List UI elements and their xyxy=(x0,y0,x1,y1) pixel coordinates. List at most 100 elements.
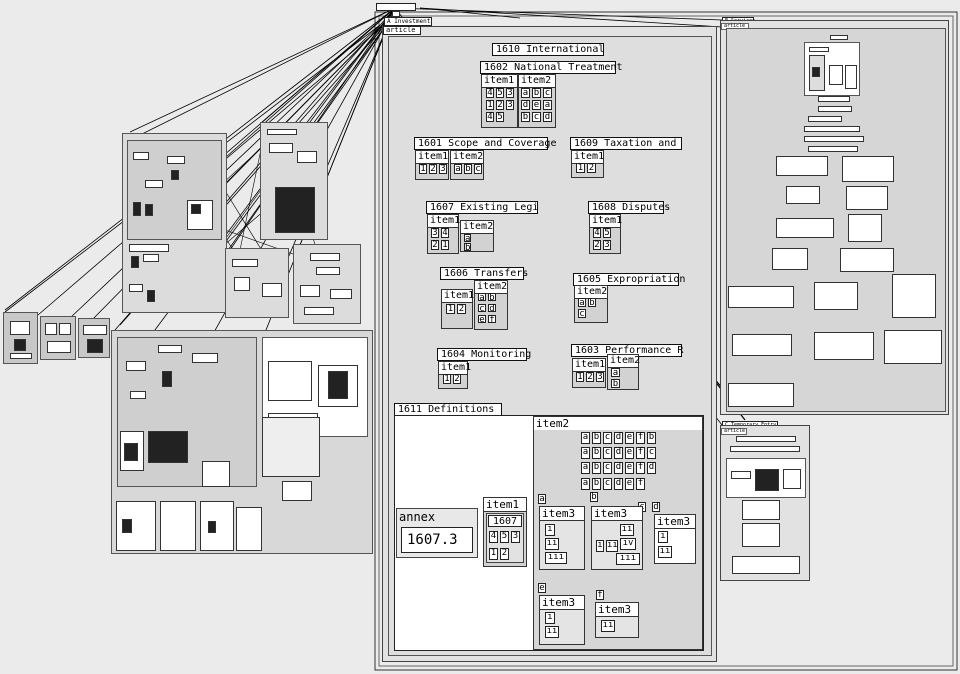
item1-label: item1 xyxy=(573,359,606,372)
cell: iii xyxy=(616,553,640,565)
cell: i xyxy=(658,531,668,543)
cell: c xyxy=(603,447,612,459)
mini-node xyxy=(742,523,780,547)
mini-node xyxy=(829,65,843,85)
cell: d xyxy=(543,112,552,122)
cell: 2 xyxy=(496,100,504,110)
node-1607-item2[interactable]: item2 xyxy=(460,220,494,252)
cell: c xyxy=(474,164,482,174)
node-1601-title[interactable]: 1601 Scope and Coverage xyxy=(414,137,556,150)
mini-cluster xyxy=(804,42,860,96)
cell: 5 xyxy=(496,88,504,98)
cell: 3 xyxy=(506,100,514,110)
mini-node xyxy=(884,330,942,364)
mini-node xyxy=(236,507,262,551)
mini-node xyxy=(736,436,796,442)
item3-label: item3 xyxy=(655,515,695,529)
node-1606-title[interactable]: 1606 Transfers xyxy=(440,267,528,280)
mini-node xyxy=(129,244,169,252)
mini-node xyxy=(818,106,852,112)
left-cluster-far-right[interactable] xyxy=(293,244,361,324)
cell: 3 xyxy=(506,88,514,98)
mini-node xyxy=(772,248,808,270)
node-1605-title[interactable]: 1605 Expropriation xyxy=(573,273,685,286)
letter-grid: a b c d e f b a b c d e f c a b c d e f … xyxy=(581,430,661,496)
root-node[interactable] xyxy=(376,3,416,11)
node-1608-title[interactable]: 1608 Disputes xyxy=(588,201,670,214)
node-1607-title[interactable]: 1607 Existing Legi xyxy=(426,201,538,214)
cell: 1 xyxy=(443,374,451,384)
left-cluster-lower[interactable] xyxy=(111,330,373,554)
item1-label: item1 xyxy=(416,151,449,164)
cell: a xyxy=(581,462,590,474)
mini-node xyxy=(804,136,864,142)
cell: 4 xyxy=(486,112,494,122)
left-cluster-b[interactable] xyxy=(40,316,76,360)
left-cluster-upper-right[interactable] xyxy=(260,122,328,240)
mini-node xyxy=(87,339,103,353)
item2-label: item2 xyxy=(536,417,570,430)
mini-node xyxy=(310,253,340,261)
node-1602-title[interactable]: 1602 National Treatment xyxy=(480,61,622,74)
node-1609-item1[interactable]: item1 xyxy=(571,150,604,178)
node-1610-title[interactable]: 1610 International xyxy=(492,43,604,56)
item1-label: item1 xyxy=(428,215,461,228)
mini-node xyxy=(145,204,153,216)
left-cluster-upper[interactable] xyxy=(122,133,227,313)
cell: 2 xyxy=(457,304,466,314)
mini-node xyxy=(145,180,163,188)
mini-node xyxy=(842,156,894,182)
cell: e xyxy=(625,462,634,474)
cell: 2 xyxy=(587,163,596,173)
item1-label: item1 xyxy=(482,75,517,88)
left-cluster-a[interactable] xyxy=(3,312,38,364)
cell: a xyxy=(581,432,590,444)
cell: 3 xyxy=(596,372,604,382)
mini-node xyxy=(171,170,179,180)
cell: d xyxy=(652,502,660,512)
mini-node xyxy=(83,325,107,335)
cell: b xyxy=(464,243,471,253)
cell: f xyxy=(636,447,645,459)
left-cluster-mid-right[interactable] xyxy=(225,248,289,318)
mini-node xyxy=(845,65,857,89)
item1-label: item1 xyxy=(484,498,526,512)
node-1604-title[interactable]: 1604 Monitoring xyxy=(437,348,531,361)
mini-node xyxy=(129,284,143,292)
cell: c xyxy=(647,447,656,459)
cell: ii xyxy=(658,546,672,558)
node-1609-title[interactable]: 1609 Taxation and xyxy=(570,137,682,150)
mini-node xyxy=(232,259,258,267)
middle-header[interactable]: A Investment xyxy=(384,17,432,26)
mini-node xyxy=(812,67,820,77)
mini-node xyxy=(131,256,139,268)
annex-box[interactable]: annex 1607.3 xyxy=(396,508,478,558)
mini-node xyxy=(840,248,894,272)
cell: b xyxy=(588,298,596,308)
mini-node xyxy=(732,334,792,356)
cell: c xyxy=(478,304,486,314)
cell: d xyxy=(614,462,623,474)
cell: 2 xyxy=(500,548,509,560)
left-cluster-c[interactable] xyxy=(78,318,110,358)
node-1603-item2[interactable]: item2 xyxy=(607,354,640,390)
cell: b xyxy=(647,432,656,444)
cell: c xyxy=(603,432,612,444)
mini-node xyxy=(147,290,155,302)
item2-label: item2 xyxy=(519,75,555,88)
mini-node xyxy=(45,323,57,335)
item3-label: item3 xyxy=(540,507,584,521)
mini-node xyxy=(59,323,71,335)
cell: iii xyxy=(545,552,567,564)
mini-node xyxy=(133,152,149,160)
cell: ii xyxy=(620,524,634,536)
cell: a xyxy=(538,494,546,504)
mini-node xyxy=(191,204,201,214)
mini-node xyxy=(728,383,794,407)
cell: b xyxy=(464,164,472,174)
cell: b xyxy=(488,293,496,303)
cell: iv xyxy=(620,538,636,550)
cell: e xyxy=(625,432,634,444)
cell: ii xyxy=(601,620,615,632)
cell: a xyxy=(521,88,530,98)
